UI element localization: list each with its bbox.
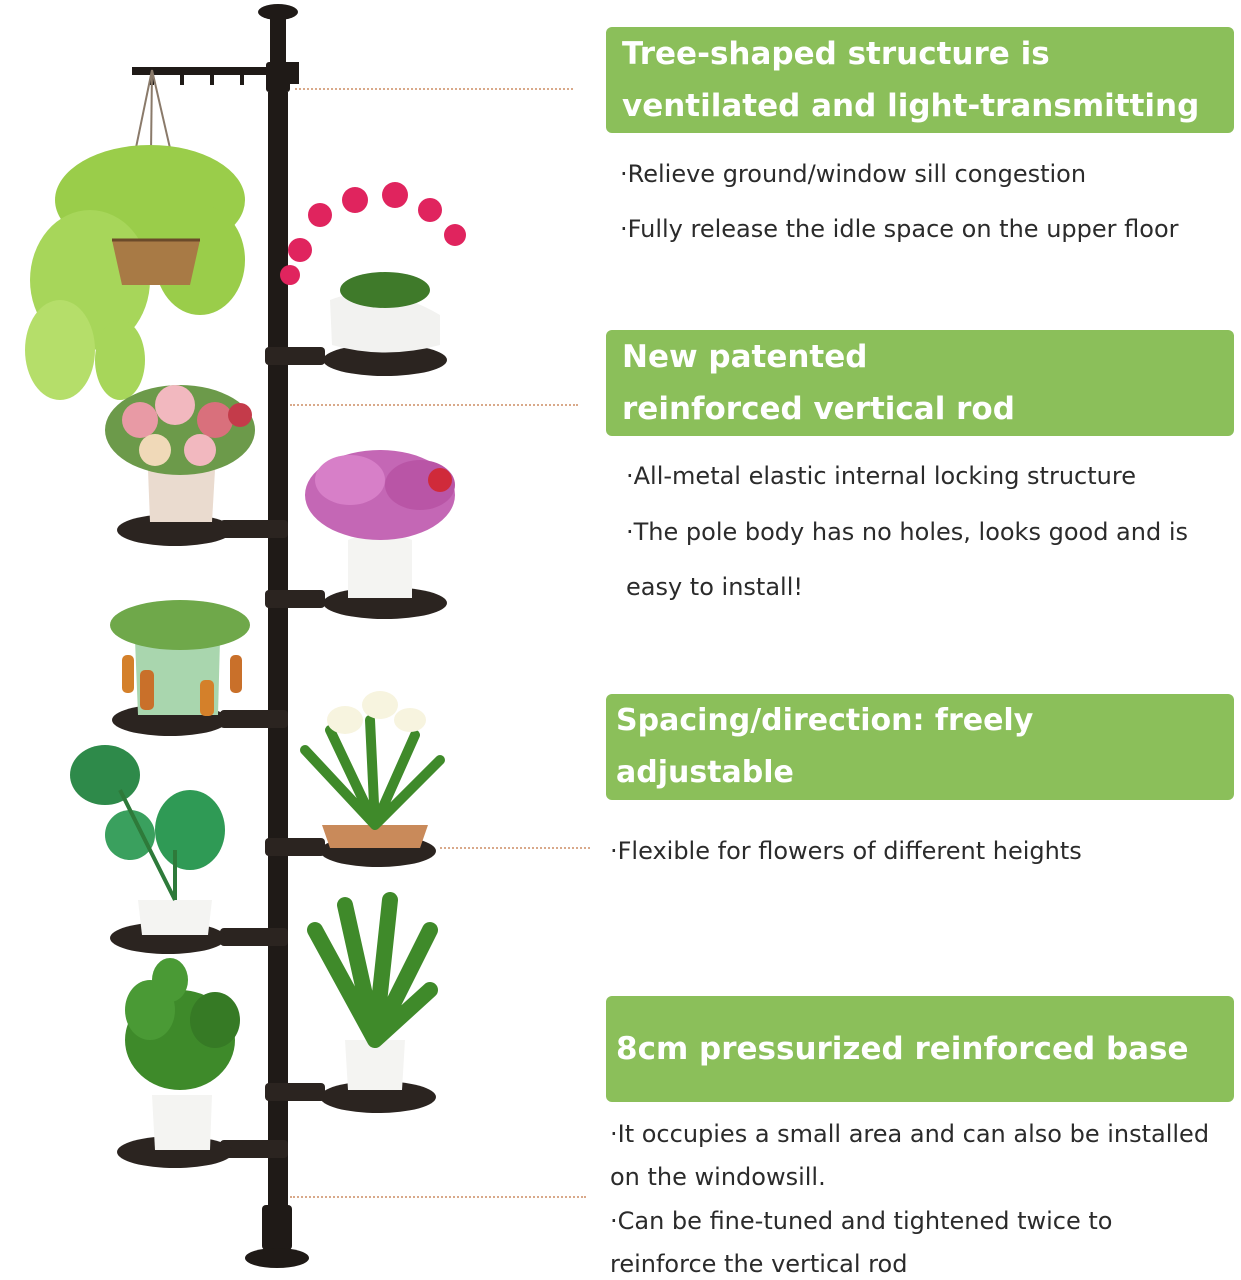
section-2-banner: New patented reinforced vertical rod	[606, 330, 1234, 436]
chrysanthemum-plant	[305, 450, 455, 598]
rose-bouquet-plant	[105, 385, 255, 522]
section-2-point-1: ·All-metal elastic internal locking stru…	[626, 462, 1136, 490]
hanging-plant	[25, 145, 245, 400]
vertical-pole	[245, 4, 309, 1268]
bird-of-paradise-plant	[307, 892, 438, 1090]
section-3-point-1: ·Flexible for flowers of different heigh…	[610, 837, 1082, 865]
section-1-title: Tree-shaped structure is ventilated and …	[622, 36, 1200, 124]
pitcher-plant	[110, 600, 250, 716]
section-4-point-1: ·It occupies a small area and can also b…	[610, 1120, 1210, 1148]
monstera-plant	[70, 745, 225, 935]
section-4-title: 8cm pressurized reinforced base	[616, 1031, 1189, 1067]
section-2-point-3: easy to install!	[626, 573, 803, 601]
section-4-point-2: on the windowsill.	[610, 1163, 826, 1191]
leader-line-3	[440, 847, 590, 849]
section-1-point-2: ·Fully release the idle space on the upp…	[620, 215, 1179, 243]
fiddle-leaf-plant	[125, 958, 240, 1150]
leader-line-4	[290, 1196, 586, 1198]
section-4-point-4: reinforce the vertical rod	[610, 1250, 908, 1278]
section-3-title: Spacing/direction: freely adjustable	[616, 703, 1034, 790]
section-1-point-1: ·Relieve ground/window sill congestion	[620, 160, 1087, 188]
section-2-point-2: ·The pole body has no holes, looks good …	[626, 518, 1189, 546]
section-1-banner: Tree-shaped structure is ventilated and …	[606, 27, 1234, 133]
plant-stand-illustration	[25, 4, 466, 1268]
leader-line-1	[295, 88, 573, 90]
calla-lily-plant	[300, 691, 445, 848]
section-2-title: New patented reinforced vertical rod	[622, 339, 1015, 427]
leader-line-2	[290, 404, 578, 406]
section-4-point-3: ·Can be fine-tuned and tightened twice t…	[610, 1207, 1113, 1235]
section-4-banner: 8cm pressurized reinforced base	[606, 996, 1234, 1102]
section-3-banner: Spacing/direction: freely adjustable	[606, 694, 1234, 800]
orchid-plant	[280, 182, 466, 353]
